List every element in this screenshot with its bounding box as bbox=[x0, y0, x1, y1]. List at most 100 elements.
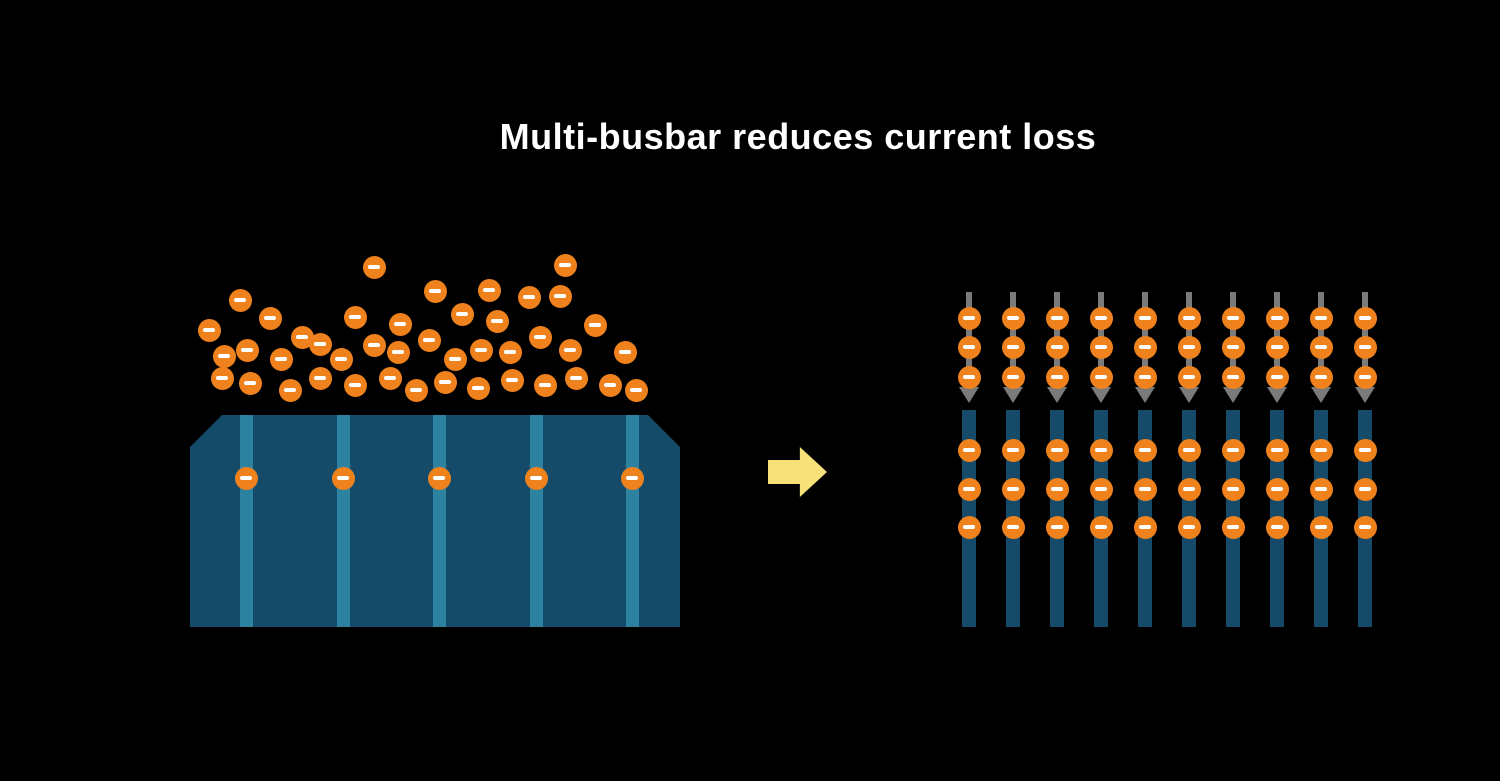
minus-icon bbox=[1183, 487, 1195, 491]
electron-icon bbox=[1045, 515, 1069, 539]
minus-icon bbox=[1095, 375, 1107, 379]
minus-icon bbox=[275, 357, 287, 361]
electron-icon bbox=[528, 325, 552, 349]
electron-icon bbox=[1177, 477, 1201, 501]
electron-icon bbox=[1221, 438, 1245, 462]
electron-icon bbox=[362, 255, 386, 279]
electron-icon bbox=[1045, 335, 1069, 359]
minus-icon bbox=[456, 312, 468, 316]
electron-icon bbox=[957, 306, 981, 330]
electron-icon bbox=[210, 366, 234, 390]
electron-icon bbox=[558, 338, 582, 362]
minus-icon bbox=[570, 376, 582, 380]
minus-icon bbox=[241, 348, 253, 352]
electron-icon bbox=[1309, 477, 1333, 501]
electron-icon bbox=[500, 368, 524, 392]
multi-busbar bbox=[1006, 410, 1020, 627]
electron-icon bbox=[378, 366, 402, 390]
electron-icon bbox=[1309, 365, 1333, 389]
electron-icon bbox=[1309, 335, 1333, 359]
multi-busbar bbox=[1182, 410, 1196, 627]
flow-arrow-icon bbox=[1010, 292, 1016, 387]
flow-arrowhead-icon bbox=[1267, 387, 1287, 403]
minus-icon bbox=[539, 383, 551, 387]
minus-icon bbox=[244, 381, 256, 385]
electron-icon bbox=[1001, 365, 1025, 389]
flow-arrowhead-icon bbox=[1091, 387, 1111, 403]
minus-icon bbox=[1007, 345, 1019, 349]
electron-icon bbox=[1309, 515, 1333, 539]
electron-icon bbox=[290, 325, 314, 349]
electron-icon bbox=[1265, 477, 1289, 501]
electron-icon bbox=[1221, 477, 1245, 501]
multi-busbar bbox=[962, 410, 976, 627]
electron-icon bbox=[278, 378, 302, 402]
electron-icon bbox=[238, 371, 262, 395]
electron-icon bbox=[583, 313, 607, 337]
multi-busbar bbox=[1270, 410, 1284, 627]
minus-icon bbox=[314, 376, 326, 380]
minus-icon bbox=[619, 350, 631, 354]
minus-icon bbox=[626, 476, 638, 480]
electron-icon bbox=[466, 376, 490, 400]
electron-icon bbox=[613, 340, 637, 364]
electron-icon bbox=[1133, 477, 1157, 501]
flow-arrow-icon bbox=[1186, 292, 1192, 387]
flow-arrowhead-icon bbox=[1179, 387, 1199, 403]
electron-icon bbox=[1177, 438, 1201, 462]
minus-icon bbox=[284, 388, 296, 392]
minus-icon bbox=[1227, 487, 1239, 491]
minus-icon bbox=[1315, 525, 1327, 529]
minus-icon bbox=[234, 298, 246, 302]
electron-icon bbox=[469, 338, 493, 362]
electron-icon bbox=[1221, 306, 1245, 330]
multi-busbar bbox=[1314, 410, 1328, 627]
minus-icon bbox=[564, 348, 576, 352]
minus-icon bbox=[1183, 316, 1195, 320]
minus-icon bbox=[1359, 375, 1371, 379]
minus-icon bbox=[264, 316, 276, 320]
minus-icon bbox=[349, 383, 361, 387]
minus-icon bbox=[1139, 448, 1151, 452]
minus-icon bbox=[1139, 345, 1151, 349]
minus-icon bbox=[1051, 448, 1063, 452]
electron-icon bbox=[1045, 306, 1069, 330]
flow-arrow-icon bbox=[1274, 292, 1280, 387]
minus-icon bbox=[1271, 448, 1283, 452]
electron-icon bbox=[1177, 335, 1201, 359]
minus-icon bbox=[604, 383, 616, 387]
minus-icon bbox=[1227, 375, 1239, 379]
minus-icon bbox=[1095, 525, 1107, 529]
minus-icon bbox=[1271, 316, 1283, 320]
electron-icon bbox=[1089, 365, 1113, 389]
electron-icon bbox=[1309, 306, 1333, 330]
minus-icon bbox=[368, 343, 380, 347]
electron-icon bbox=[1265, 306, 1289, 330]
electron-icon bbox=[329, 347, 353, 371]
minus-icon bbox=[203, 328, 215, 332]
electron-icon bbox=[1001, 477, 1025, 501]
minus-icon bbox=[1007, 525, 1019, 529]
electron-icon bbox=[1001, 515, 1025, 539]
flow-arrow-icon bbox=[1098, 292, 1104, 387]
flow-arrow-icon bbox=[1362, 292, 1368, 387]
minus-icon bbox=[1051, 487, 1063, 491]
solar-cell bbox=[190, 415, 680, 627]
minus-icon bbox=[368, 265, 380, 269]
electron-icon bbox=[1353, 335, 1377, 359]
flow-arrowhead-icon bbox=[1047, 387, 1067, 403]
minus-icon bbox=[1051, 525, 1063, 529]
electron-icon bbox=[517, 285, 541, 309]
minus-icon bbox=[963, 448, 975, 452]
electron-icon bbox=[1089, 306, 1113, 330]
minus-icon bbox=[1183, 345, 1195, 349]
electron-icon bbox=[957, 477, 981, 501]
minus-icon bbox=[963, 487, 975, 491]
